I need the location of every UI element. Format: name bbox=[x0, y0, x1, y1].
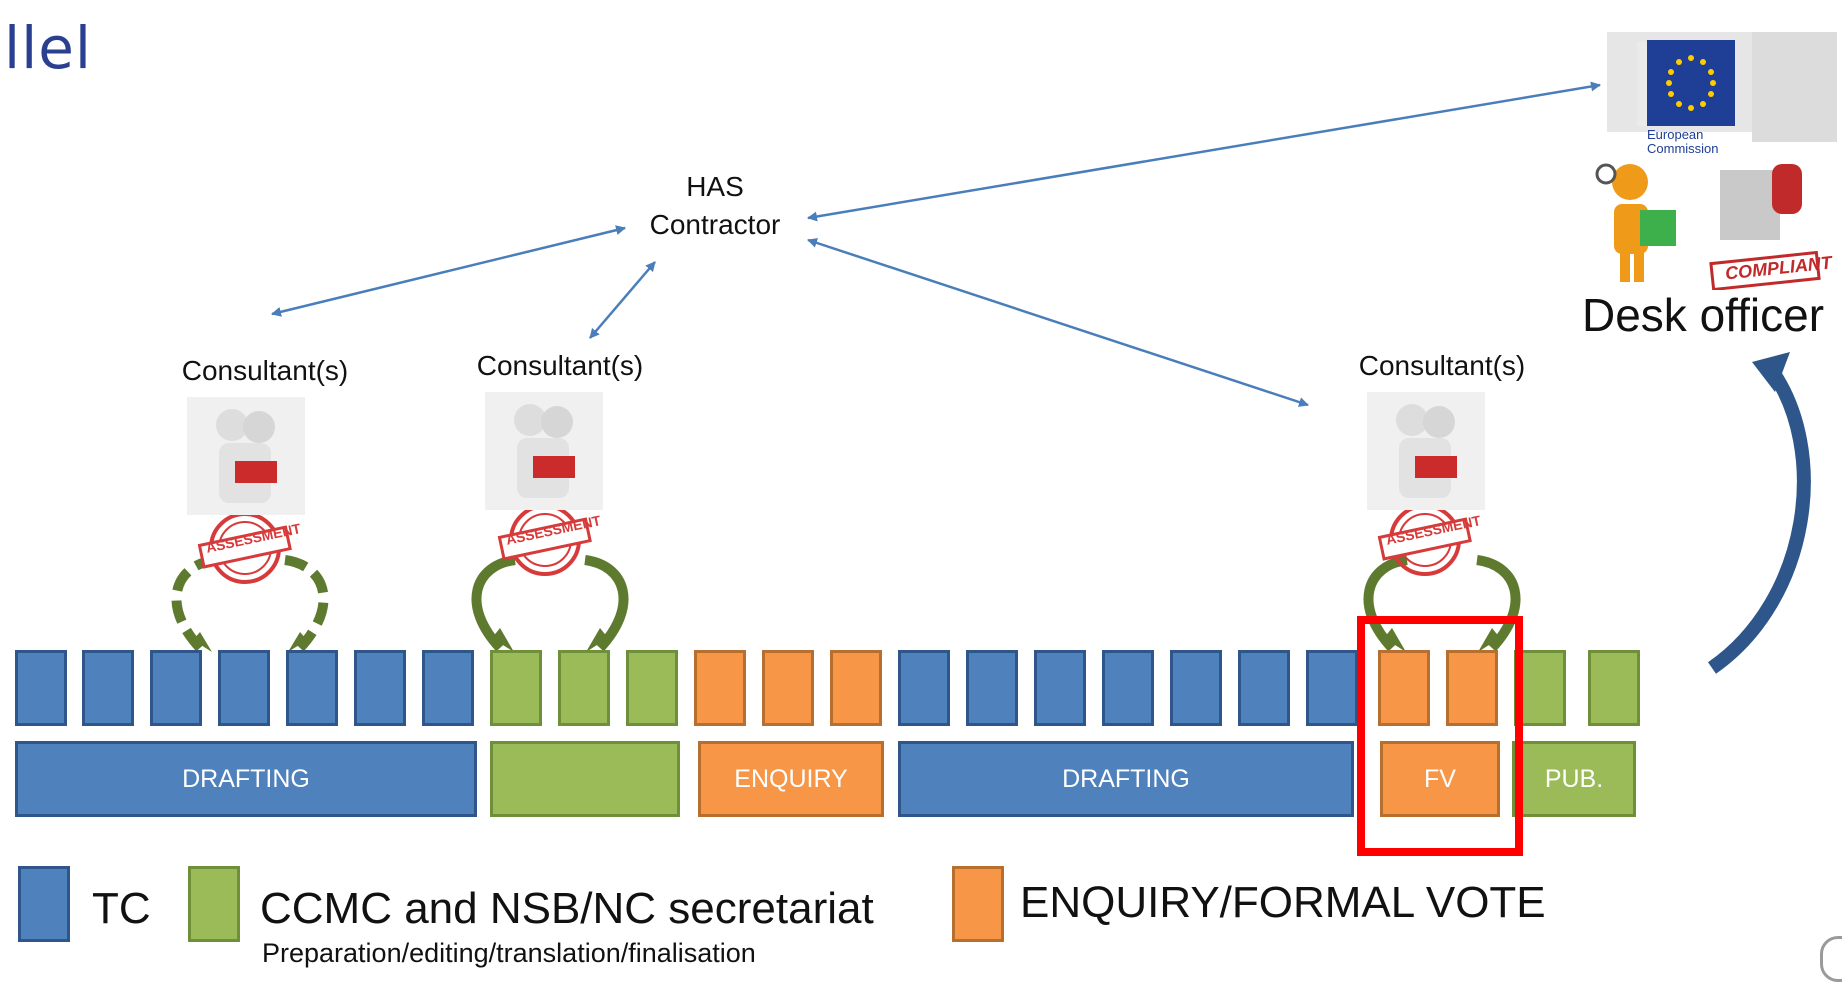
eu-flag-icon bbox=[1607, 32, 1837, 142]
tc-step bbox=[286, 650, 338, 726]
phase-drafting-1: DRAFTING bbox=[15, 741, 477, 817]
logo-line-commission: Commission bbox=[1647, 141, 1719, 156]
legend-ccmc-sub: Preparation/editing/translation/finalisa… bbox=[262, 938, 756, 968]
formal-vote-highlight bbox=[1357, 616, 1523, 856]
tc-step bbox=[966, 650, 1018, 726]
legend-swatch-tc bbox=[18, 866, 70, 942]
tc-step bbox=[1034, 650, 1086, 726]
legend-swatch-ccmc bbox=[188, 866, 240, 942]
phase-drafting-2: DRAFTING bbox=[898, 741, 1354, 817]
corner-decoration bbox=[1820, 936, 1842, 982]
arrow-has-to-consultant-2 bbox=[589, 261, 656, 339]
arrow-has-to-consultant-3 bbox=[807, 238, 1309, 407]
page-title: llel bbox=[4, 14, 93, 82]
tc-step bbox=[422, 650, 474, 726]
formal-vote-step bbox=[1446, 650, 1498, 726]
tc-step bbox=[1102, 650, 1154, 726]
curved-arrow-to-desk-officer bbox=[1708, 363, 1811, 674]
officer-with-folder-icon bbox=[1590, 160, 1680, 285]
phase-enquiry: ENQUIRY bbox=[698, 741, 884, 817]
enquiry-step bbox=[830, 650, 882, 726]
enquiry-step bbox=[762, 650, 814, 726]
consultants-reading-icon bbox=[485, 392, 603, 510]
desk-officer-label: Desk officer bbox=[1582, 289, 1825, 341]
publication-step bbox=[1588, 650, 1640, 726]
ccmc-step bbox=[558, 650, 610, 726]
consultant-label-3: Consultant(s) bbox=[1358, 350, 1526, 381]
compliant-stamp-icon: COMPLIANT bbox=[1700, 150, 1833, 292]
legend-swatch-enquiry bbox=[952, 866, 1004, 942]
enquiry-step bbox=[694, 650, 746, 726]
legend-tc: TC bbox=[92, 884, 151, 933]
tc-step bbox=[15, 650, 67, 726]
phase-ccmc bbox=[490, 741, 680, 817]
arrow-has-to-consultant-1 bbox=[271, 225, 626, 317]
logo-line-european: European bbox=[1647, 127, 1704, 142]
assessment-loop-3 bbox=[1363, 555, 1521, 652]
ccmc-step bbox=[490, 650, 542, 726]
arrow-has-to-commission bbox=[807, 81, 1601, 222]
phase-fv: FV bbox=[1380, 741, 1500, 817]
has-contractor-label: HAS Contractor bbox=[649, 171, 781, 240]
consultants-reading-icon bbox=[1367, 392, 1485, 510]
european-commission-logo: European Commission bbox=[1607, 12, 1837, 172]
tc-step bbox=[354, 650, 406, 726]
formal-vote-step bbox=[1378, 650, 1430, 726]
tc-step bbox=[1170, 650, 1222, 726]
tc-step bbox=[82, 650, 134, 726]
consultants-reading-icon bbox=[187, 397, 305, 515]
legend-ccmc: CCMC and NSB/NC secretariat bbox=[260, 884, 874, 933]
consultant-label-2: Consultant(s) bbox=[476, 350, 644, 381]
tc-step bbox=[150, 650, 202, 726]
assessment-stamp-icon bbox=[1377, 504, 1472, 576]
phase-pub: PUB. bbox=[1512, 741, 1636, 817]
ccmc-step bbox=[626, 650, 678, 726]
tc-step bbox=[1238, 650, 1290, 726]
consultant-label-1: Consultant(s) bbox=[181, 355, 349, 386]
tc-step bbox=[1306, 650, 1358, 726]
tc-step bbox=[898, 650, 950, 726]
assessment-loop-2 bbox=[471, 555, 629, 652]
tc-step bbox=[218, 650, 270, 726]
legend-enquiry: ENQUIRY/FORMAL VOTE bbox=[1020, 878, 1546, 927]
